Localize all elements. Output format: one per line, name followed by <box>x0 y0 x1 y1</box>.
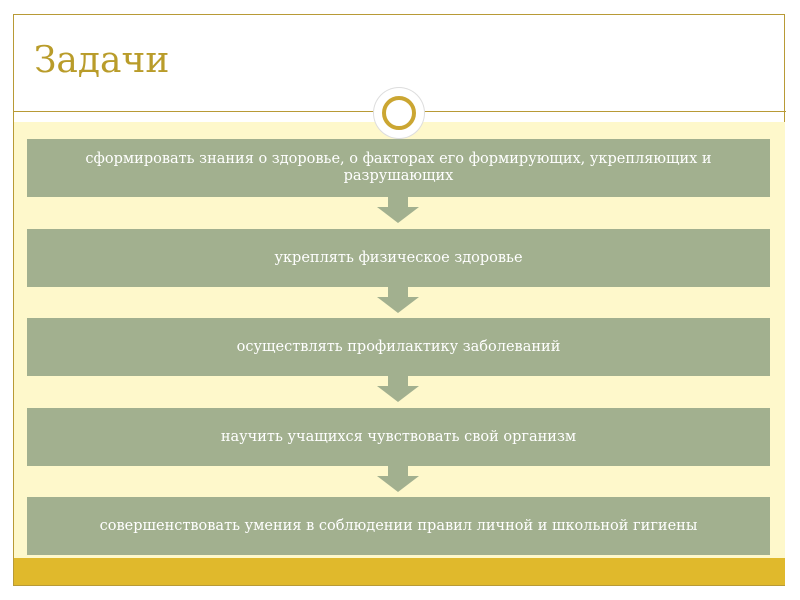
step-box-5: совершенствовать умения в соблюдении пра… <box>27 497 770 555</box>
down-arrow-icon <box>377 281 419 313</box>
step-box-1: сформировать знания о здоровье, о фактор… <box>27 139 770 197</box>
step-box-2: укреплять физическое здоровье <box>27 229 770 287</box>
circle-ornament-icon <box>374 88 424 138</box>
down-arrow-icon <box>377 370 419 402</box>
footer-bar <box>14 558 785 585</box>
down-arrow-icon <box>377 191 419 223</box>
step-box-4: научить учащихся чувствовать свой органи… <box>27 408 770 466</box>
slide-title: Задачи <box>34 40 170 81</box>
step-box-3: осуществлять профилактику заболеваний <box>27 318 770 376</box>
down-arrow-icon <box>377 460 419 492</box>
